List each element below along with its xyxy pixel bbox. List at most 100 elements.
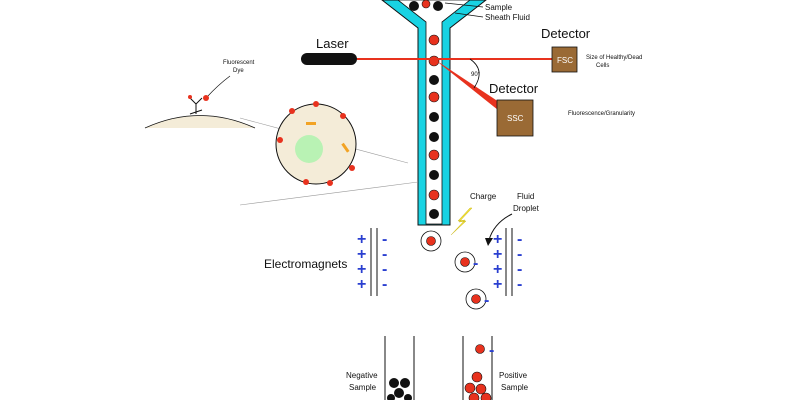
cell-nucleus — [295, 135, 323, 163]
plus-sign: + — [493, 261, 502, 278]
cell-red — [428, 55, 440, 67]
surface-marker — [327, 180, 333, 186]
cell-black — [394, 388, 404, 398]
surface-marker — [313, 101, 319, 107]
sample-pointer — [444, 2, 484, 8]
charge-label: Charge — [470, 192, 497, 201]
surface-marker — [289, 108, 295, 114]
fsc-detector-title: Detector — [541, 26, 591, 41]
droplet-outline — [454, 251, 476, 273]
fsc-caption-line2: Cells — [596, 63, 609, 69]
minus-sign: - — [382, 261, 387, 278]
cell-black — [400, 378, 410, 388]
cell-black — [429, 112, 439, 122]
cell-black — [433, 1, 443, 11]
cell-red — [464, 382, 476, 394]
ssc-detector-title: Detector — [489, 81, 539, 96]
surface-marker — [303, 179, 309, 185]
laser-label: Laser — [316, 36, 349, 51]
cell-red — [460, 257, 470, 267]
cell-black — [389, 378, 399, 388]
sheath-fluid-label: Sheath Fluid — [485, 13, 530, 22]
plus-sign: + — [357, 261, 366, 278]
minus-sign: - — [517, 231, 522, 248]
ssc-caption: Fluorescence/Granularity — [568, 111, 635, 117]
ssc-detector: Detector SSC Fluorescence/Granularity — [489, 81, 635, 137]
charge-bolt-icon — [450, 207, 473, 236]
membrane-detail: Fluorescent Dye — [144, 60, 256, 129]
negative-sample-label-line2: Sample — [349, 383, 377, 392]
laser-emitter — [301, 53, 357, 65]
charge-group: Charge Fluid Droplet — [450, 192, 540, 246]
minus-sign: - — [382, 231, 387, 248]
cell-red — [428, 91, 440, 103]
negative-tube: Negative Sample — [346, 336, 415, 400]
fsc-detector: Detector FSC Size of Healthy/Dead Cells — [541, 26, 642, 73]
fsc-box-label: FSC — [557, 56, 573, 65]
angle-arc — [469, 58, 480, 89]
cell-red — [468, 392, 480, 400]
minus-sign: - — [382, 276, 387, 293]
cell-black — [429, 75, 439, 85]
surface-marker — [277, 137, 283, 143]
sheath-fluid-pointer — [454, 12, 484, 18]
fsc-caption-line1: Size of Healthy/Dead — [586, 55, 642, 61]
plus-sign: + — [357, 276, 366, 293]
plus-sign: + — [493, 246, 502, 263]
cell-closeup — [275, 101, 357, 186]
cell-red — [428, 34, 440, 46]
dye-red-dot — [188, 95, 192, 99]
minus-sign: - — [517, 276, 522, 293]
positive-sample-label-line2: Sample — [501, 383, 529, 392]
negative-sample-label-line1: Negative — [346, 371, 378, 380]
fluid-droplet-label-line1: Fluid — [517, 192, 534, 201]
surface-marker — [340, 113, 346, 119]
laser-group: Laser — [301, 36, 552, 65]
ssc-box — [496, 99, 534, 137]
plus-sign: + — [357, 231, 366, 248]
funnel-top-cells — [409, 0, 443, 11]
cell-red — [421, 0, 431, 9]
plus-sign: + — [357, 246, 366, 263]
antibody-icon — [189, 97, 203, 115]
cell-red — [428, 189, 440, 201]
cell-black — [387, 394, 395, 400]
droplet-outline — [420, 230, 442, 252]
cell-red — [428, 149, 440, 161]
fluorescent-dye-label-line2: Dye — [233, 68, 244, 74]
organelle — [341, 142, 350, 153]
minus-sign: - — [382, 246, 387, 263]
droplet-charge-sign: - — [484, 292, 489, 309]
dye-pointer — [206, 75, 231, 98]
droplet-outline — [465, 288, 487, 310]
plus-sign: + — [493, 231, 502, 248]
fluid-droplet-label-line2: Droplet — [513, 204, 540, 213]
right-electromagnet: + + + + - - - - — [493, 228, 522, 296]
side-scatter-beam — [434, 59, 502, 110]
surface-marker — [349, 165, 355, 171]
cell-black — [429, 209, 439, 219]
electromagnets-label: Electromagnets — [264, 257, 347, 271]
droplet-arrow — [488, 213, 513, 241]
plus-sign: + — [493, 276, 502, 293]
sample-label: Sample — [485, 3, 513, 12]
cell-red — [471, 294, 481, 304]
angle-label: 90° — [471, 72, 481, 78]
cell-black — [429, 170, 439, 180]
droplet-arrowhead — [485, 238, 493, 246]
cell-black — [404, 394, 412, 400]
cell-red — [471, 371, 483, 383]
zoom-line — [239, 181, 419, 206]
cell-red — [475, 344, 485, 354]
positive-sample-label-line1: Positive — [499, 371, 528, 380]
cell-red — [480, 392, 492, 400]
tube-cells — [428, 34, 440, 219]
membrane — [144, 115, 256, 129]
channel-labels: Sample Sheath Fluid — [444, 2, 530, 22]
left-electromagnet: + + + + - - - - — [357, 228, 387, 296]
cell-red — [475, 383, 487, 395]
organelle — [306, 122, 316, 125]
tube-charge-sign: - — [489, 342, 494, 359]
dye-red-dot — [203, 95, 209, 101]
